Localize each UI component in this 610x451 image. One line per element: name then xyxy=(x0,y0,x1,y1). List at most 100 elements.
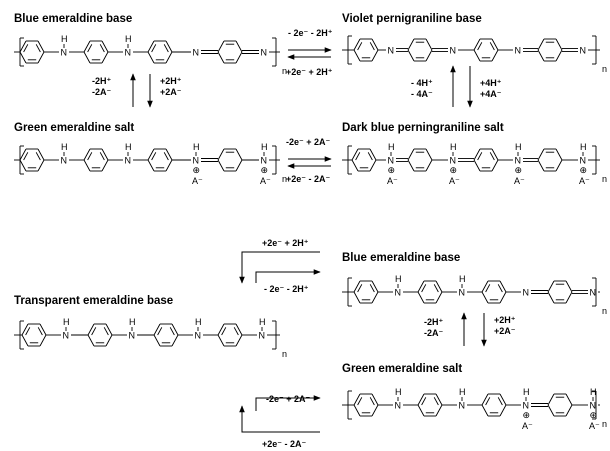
ring-double-bond xyxy=(99,152,105,161)
nitrogen-atom: N xyxy=(125,48,132,58)
ring-bond xyxy=(87,323,95,336)
repeat-subscript: n xyxy=(602,306,607,316)
hydrogen-atom: H xyxy=(590,387,597,397)
hydrogen-atom: H xyxy=(395,387,402,397)
ring-double-bond xyxy=(87,152,93,161)
ring-bond xyxy=(217,159,225,172)
ring-bond xyxy=(417,393,425,406)
ring-bond xyxy=(371,280,379,293)
ring-bond xyxy=(235,323,243,336)
ring-bond xyxy=(235,148,243,161)
ring-bond xyxy=(217,51,225,64)
ring-bond xyxy=(425,38,433,51)
ring-double-bond xyxy=(23,152,29,161)
hydrogen-atom: H xyxy=(193,142,200,152)
positive-charge: ⊕ xyxy=(523,410,531,420)
ring-bond xyxy=(87,334,95,347)
title-violet-pernigraniline-base: Violet pernigraniline base xyxy=(342,13,482,25)
positive-charge: ⊕ xyxy=(590,410,598,420)
ring-bond xyxy=(371,404,379,417)
hydrogen-atom: H xyxy=(125,142,132,152)
ring-double-bond xyxy=(497,284,503,293)
ring-bond xyxy=(83,51,91,64)
ring-bond xyxy=(473,38,481,51)
nitrogen-atom: N xyxy=(590,401,597,411)
ring-bond xyxy=(165,51,173,64)
ring-bond xyxy=(21,334,29,347)
nitrogen-atom: N xyxy=(395,401,402,411)
ring-bond xyxy=(353,49,361,62)
ring-bond xyxy=(425,49,433,62)
nitrogen-atom: N xyxy=(450,46,457,56)
nitrogen-atom: N xyxy=(580,46,587,56)
hydrogen-atom: H xyxy=(125,34,132,44)
ring-bond xyxy=(473,49,481,62)
ring-bond xyxy=(147,40,155,53)
label-t4-back: +2e⁻ - 2A⁻ xyxy=(286,174,331,184)
label-t6-right-bottom: +2A⁻ xyxy=(494,326,516,336)
ring-bond xyxy=(499,291,507,304)
ring-bond xyxy=(371,38,379,51)
ring-bond xyxy=(217,334,225,347)
ring-bond xyxy=(537,148,545,161)
ring-bond xyxy=(481,291,489,304)
ring-double-bond xyxy=(103,327,109,336)
hydrogen-atom: H xyxy=(459,274,466,284)
ring-bond xyxy=(153,323,161,336)
ring-double-bond xyxy=(357,284,363,293)
ring-double-bond xyxy=(421,397,427,406)
ring-double-bond xyxy=(91,327,97,336)
ring-double-bond xyxy=(37,327,43,336)
ring-bond xyxy=(425,159,433,172)
ring-bond xyxy=(491,148,499,161)
label-t5-bottom: - 2e⁻ - 2H⁺ xyxy=(264,284,309,294)
ring-bond xyxy=(371,291,379,304)
ring-bond xyxy=(353,404,361,417)
hydrogen-atom: H xyxy=(261,142,268,152)
nitrogen-atom: N xyxy=(63,331,70,341)
hydrogen-atom: H xyxy=(61,142,68,152)
ring-bond xyxy=(565,393,573,406)
ring-double-bond xyxy=(485,284,491,293)
repeat-subscript: n xyxy=(602,64,607,74)
nitrogen-atom: N xyxy=(61,156,68,166)
ring-bond xyxy=(425,148,433,161)
ring-double-bond xyxy=(421,284,427,293)
ring-bond xyxy=(369,148,377,161)
ring-double-bond xyxy=(433,284,439,293)
ring-bond xyxy=(555,38,563,51)
ring-double-bond xyxy=(169,327,175,336)
repeat-subscript: n xyxy=(602,174,607,184)
ring-double-bond xyxy=(23,44,29,53)
ring-bond xyxy=(555,159,563,172)
ring-double-bond xyxy=(433,397,439,406)
repeat-subscript: n xyxy=(282,66,287,76)
ring-double-bond xyxy=(87,44,93,53)
ring-bond xyxy=(499,404,507,417)
ring-bond xyxy=(165,40,173,53)
positive-charge: ⊕ xyxy=(261,165,269,175)
ring-bond xyxy=(481,404,489,417)
nitrogen-atom: N xyxy=(388,46,395,56)
nitrogen-atom: N xyxy=(259,331,266,341)
ring-bond xyxy=(547,291,555,304)
ring-bond xyxy=(37,159,45,172)
hydrogen-atom: H xyxy=(515,142,522,152)
hydrogen-atom: H xyxy=(459,387,466,397)
nitrogen-atom: N xyxy=(395,288,402,298)
ring-bond xyxy=(435,280,443,293)
ring-bond xyxy=(217,40,225,53)
ring-bond xyxy=(101,159,109,172)
label-t4-forward: -2e⁻ + 2A⁻ xyxy=(286,137,331,147)
nitrogen-atom: N xyxy=(388,156,395,166)
ring-bond xyxy=(435,291,443,304)
ring-double-bond xyxy=(151,44,157,53)
ring-double-bond xyxy=(233,327,239,336)
ring-bond xyxy=(171,323,179,336)
ring-bond xyxy=(371,393,379,406)
hydrogen-atom: H xyxy=(450,142,457,152)
nitrogen-atom: N xyxy=(450,156,457,166)
